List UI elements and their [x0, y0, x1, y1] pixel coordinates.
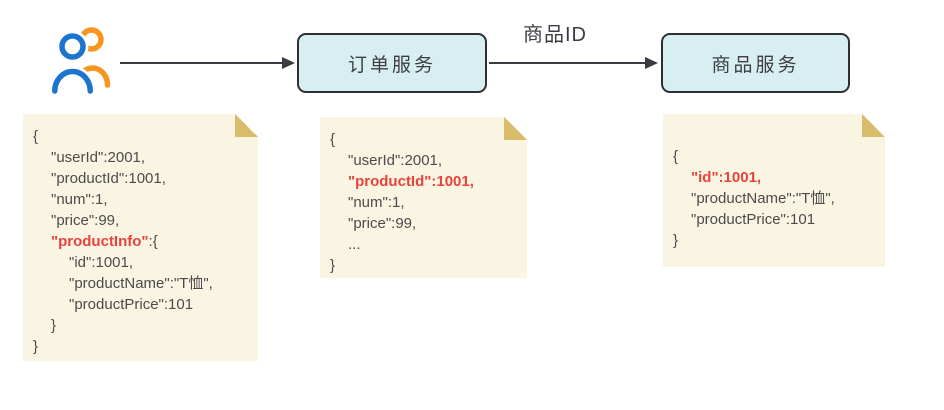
note-product-service-json: { "id":1001, "productName":"T恤", "productPr… [663, 114, 885, 267]
json-code-block: { "userId":2001, "productId":1001, "num":1,… [23, 114, 258, 357]
json-text: ... [348, 236, 361, 253]
json-text: } [33, 338, 39, 355]
code-line: "productInfo":{ [23, 231, 258, 252]
json-text: :{ [148, 233, 158, 250]
json-text: "productPrice":101 [691, 211, 816, 228]
code-line: "productPrice":101 [663, 209, 885, 230]
code-line: { [23, 126, 258, 147]
arrow-head-icon [282, 57, 295, 69]
highlighted-json-key: "id":1001, [691, 169, 762, 186]
json-text: "userId":2001, [348, 152, 443, 169]
json-text: "id":1001, [69, 254, 134, 271]
folded-corner-icon [504, 117, 527, 140]
json-text: "num":1, [348, 194, 405, 211]
note-order-service-json: { "userId":2001, "productId":1001, "num":1,… [320, 117, 527, 278]
order-service-label: 订单服务 [347, 54, 436, 76]
arrow-user-to-order [120, 62, 283, 64]
code-line: } [663, 230, 885, 251]
json-text: } [673, 232, 679, 249]
note-order-full-json: { "userId":2001, "productId":1001, "num":1,… [23, 114, 258, 361]
json-text: } [330, 257, 336, 274]
json-text: "price":99, [348, 215, 417, 232]
json-text: "num":1, [51, 191, 108, 208]
code-line: } [320, 255, 527, 276]
code-line: "price":99, [320, 213, 527, 234]
code-line: "price":99, [23, 210, 258, 231]
json-text: { [330, 131, 336, 148]
json-text: "productPrice":101 [69, 296, 194, 313]
code-line: { [663, 146, 885, 167]
code-line: "num":1, [23, 189, 258, 210]
json-text: { [673, 148, 679, 165]
folded-corner-icon [235, 114, 258, 137]
code-line: "productPrice":101 [23, 294, 258, 315]
users-icon [52, 27, 111, 94]
code-line: { [320, 129, 527, 150]
code-line: ... [320, 234, 527, 255]
json-code-block: { "userId":2001, "productId":1001, "num":1,… [320, 117, 527, 276]
code-line: "userId":2001, [320, 150, 527, 171]
folded-corner-icon [862, 114, 885, 137]
json-text: { [33, 128, 39, 145]
code-line: } [23, 336, 258, 357]
code-line: "productId":1001, [320, 171, 527, 192]
json-code-block: { "id":1001, "productName":"T恤", "productPr… [663, 114, 885, 251]
json-text: "productName":"T恤", [69, 275, 213, 292]
product-service-node: 商品服务 [661, 33, 850, 93]
order-service-node: 订单服务 [297, 33, 487, 93]
code-line: } [23, 315, 258, 336]
json-text: } [51, 317, 57, 334]
highlighted-json-key: "productId":1001, [348, 173, 474, 190]
code-line: "num":1, [320, 192, 527, 213]
json-text: "userId":2001, [51, 149, 146, 166]
highlighted-json-key: "productInfo" [51, 233, 149, 250]
json-text: "productId":1001, [51, 170, 166, 187]
code-line: "productName":"T恤", [23, 273, 258, 294]
json-text: "productName":"T恤", [691, 190, 835, 207]
code-line: "id":1001, [23, 252, 258, 273]
code-line: "id":1001, [663, 167, 885, 188]
code-line: "productId":1001, [23, 168, 258, 189]
json-text: "price":99, [51, 212, 120, 229]
arrow-head-icon [645, 57, 658, 69]
arrow-order-to-product [489, 62, 646, 64]
code-line: "userId":2001, [23, 147, 258, 168]
arrow-label-product-id: 商品ID [523, 24, 587, 46]
code-line: "productName":"T恤", [663, 188, 885, 209]
product-service-label: 商品服务 [711, 54, 800, 76]
